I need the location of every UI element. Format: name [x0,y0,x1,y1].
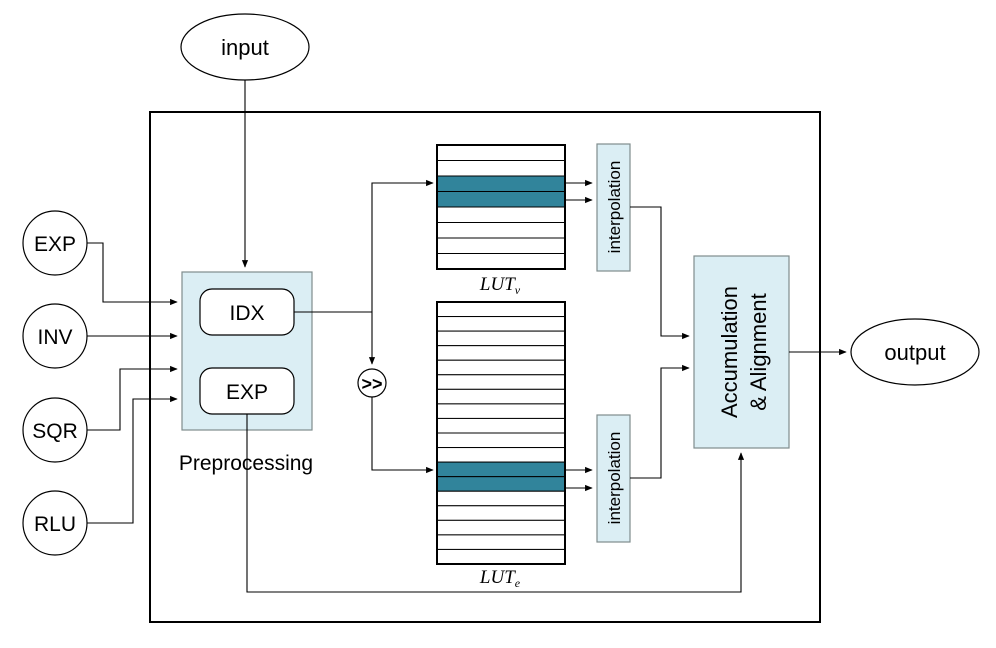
interpolation-bottom-block: interpolation [596,414,631,543]
shift-to-lute-arrow [371,397,434,474]
lut-v-table [436,144,566,270]
interpolation-top-label: interpolation [605,161,624,254]
exp-input-node: EXP [22,210,88,276]
lut-e-row [436,316,566,332]
svg-text:EXP: EXP [34,233,76,256]
output-node: output [850,318,980,386]
lut-e-row [436,345,566,361]
lut-v-row [436,253,566,270]
lut-v-highlighted-row [436,191,566,208]
lut-v-highlighted-row [436,175,566,192]
lut-v-row [436,144,566,161]
lut-e-label: LUTe [479,567,521,590]
lut-v-row [436,237,566,254]
lut-v-row [436,222,566,239]
lut-e-table [436,301,566,565]
interp-top-to-accum-arrow [630,206,690,340]
lut-e-row [436,330,566,347]
inv-input-node: INV [22,303,88,369]
lut-e-row [436,548,566,565]
output-label: output [884,340,945,365]
lut-v-label: LUTv [479,274,521,297]
preprocessing-block: IDX EXP [181,271,313,431]
svg-text:Accumulation: Accumulation [717,286,742,418]
input-node: input [180,13,310,81]
lut-e-row [436,403,566,419]
svg-text:SQR: SQR [32,420,78,443]
lut-e-frame [436,301,566,565]
accumulation-alignment-block: Accumulation & Alignment [693,255,790,449]
lut-v-row [436,206,566,223]
lut-v-frame [436,144,566,270]
sqr-to-preprocessing-arrow [87,365,178,431]
exp-bypass-arrow [246,414,745,593]
rlu-input-node: RLU [22,490,88,556]
input-label: input [221,35,269,60]
idx-label: IDX [229,302,264,325]
exp-to-preprocessing-arrow [87,242,178,306]
lut-e-row [436,301,566,318]
interpolation-top-block: interpolation [596,143,631,272]
lut-e-row [436,490,566,507]
svg-text:& Alignment: & Alignment [746,293,771,410]
svg-text:RLU: RLU [34,513,76,536]
lut-e-row [436,519,566,536]
sqr-input-node: SQR [22,397,88,463]
shift-node: >> [357,368,387,398]
lut-e-row [436,447,566,463]
exp-unit-label: EXP [226,381,268,404]
module-frame [149,111,821,623]
interp-bottom-to-accum-arrow [630,364,690,479]
svg-text:INV: INV [37,326,72,349]
lut-e-row [436,534,566,550]
rlu-to-preprocessing-arrow [87,395,178,524]
lut-e-row [436,417,566,434]
shift-label: >> [361,374,382,394]
lut-v-row [436,160,566,177]
idx-to-lutv-arrow [371,179,434,312]
lut-e-highlighted-row [436,476,566,492]
lut-e-row [436,359,566,376]
lut-e-row [436,432,566,449]
lut-e-row [436,388,566,405]
interpolation-bottom-label: interpolation [605,432,624,525]
lut-e-row [436,374,566,390]
preprocessing-label: Preprocessing [179,452,313,475]
connections [87,80,847,593]
lut-e-row [436,505,566,521]
lut-e-highlighted-row [436,461,566,478]
